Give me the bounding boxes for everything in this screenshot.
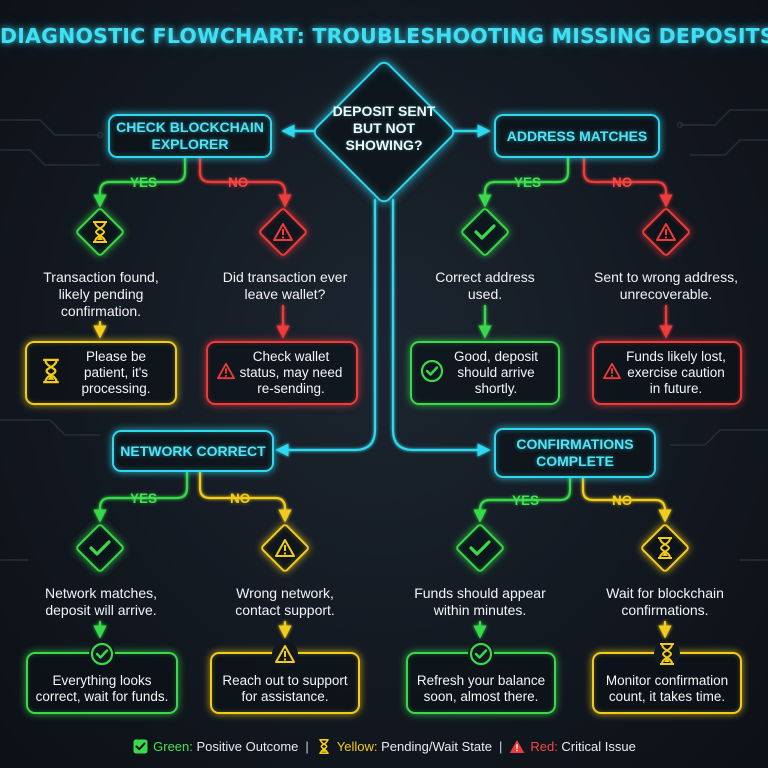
check-icon xyxy=(85,533,115,563)
check-icon xyxy=(470,217,500,247)
confirmations-no-description: Wait for blockchain confirmations. xyxy=(606,585,724,618)
address-no-result: Funds likely lost, exercise caution in f… xyxy=(592,341,742,405)
check-circle-icon xyxy=(420,359,444,387)
confirmations-yes-description: Funds should appear within minutes. xyxy=(414,585,546,618)
explorer-yes-label: YES xyxy=(130,175,158,190)
hourglass-icon xyxy=(316,738,332,754)
legend-separator: | xyxy=(498,738,503,754)
hourglass-icon xyxy=(41,358,61,388)
hourglass-icon xyxy=(654,641,680,667)
warning-icon xyxy=(602,362,622,384)
address-no-label: NO xyxy=(612,175,633,190)
confirmations-complete-title: CONFIRMATIONS COMPLETE xyxy=(516,436,634,469)
explorer-yes-result: Please be patient, it's processing. xyxy=(25,341,177,405)
check-circle-icon xyxy=(468,641,494,667)
warning-icon xyxy=(272,641,298,667)
hourglass-icon xyxy=(650,533,680,563)
confirmations-yes-label: YES xyxy=(512,493,540,508)
legend-yellow-name: Yellow: xyxy=(336,738,378,754)
address-matches-box: ADDRESS MATCHES xyxy=(494,114,660,158)
confirmations-no-result-text: Monitor confirmation count, it takes tim… xyxy=(605,673,729,704)
network-yes-description: Network matches, deposit will arrive. xyxy=(44,585,158,618)
address-no-description: Sent to wrong address, unrecoverable. xyxy=(594,269,738,302)
warning-icon xyxy=(270,533,300,563)
confirmations-no-label: NO xyxy=(612,493,633,508)
confirmations-complete-box: CONFIRMATIONS COMPLETE xyxy=(494,428,656,478)
address-yes-description: Correct address used. xyxy=(435,269,535,302)
explorer-yes-result-text: Please be patient, it's processing. xyxy=(81,349,151,396)
legend-item-green: Green: Positive Outcome xyxy=(132,738,298,754)
check-icon xyxy=(465,533,495,563)
legend: Green: Positive Outcome | Yellow: Pendin… xyxy=(0,738,768,754)
warning-icon xyxy=(216,362,236,384)
address-yes-result: Good, deposit should arrive shortly. xyxy=(410,341,560,405)
check-square-icon xyxy=(132,738,148,754)
legend-yellow-text: Pending/Wait State xyxy=(381,738,492,754)
network-no-result-text: Reach out to support for assistance. xyxy=(222,673,348,704)
address-no-result-text: Funds likely lost, exercise caution in f… xyxy=(626,349,726,396)
explorer-no-result-text: Check wallet status, may need re-sending… xyxy=(239,349,343,396)
network-no-label: NO xyxy=(230,491,251,506)
legend-item-yellow: Yellow: Pending/Wait State xyxy=(316,738,492,754)
legend-separator: | xyxy=(305,738,309,754)
check-explorer-title: CHECK BLOCKCHAIN EXPLORER xyxy=(116,119,264,152)
explorer-no-label: NO xyxy=(228,175,249,190)
legend-item-red: Red: Critical Issue xyxy=(509,738,636,754)
confirmations-yes-result: Refresh your balance soon, almost there. xyxy=(406,641,556,714)
check-circle-icon xyxy=(89,641,115,667)
circuit-trace-decoration xyxy=(0,109,768,561)
legend-green-text: Positive Outcome xyxy=(196,738,299,754)
hourglass-icon xyxy=(85,217,115,247)
explorer-no-result: Check wallet status, may need re-sending… xyxy=(206,341,358,405)
start-decision-text: DEPOSIT SENT BUT NOT SHOWING? xyxy=(332,103,436,153)
network-correct-title: NETWORK CORRECT xyxy=(120,442,266,459)
legend-green-name: Green: xyxy=(153,738,193,754)
warning-icon xyxy=(268,217,298,247)
page-title: DIAGNOSTIC FLOWCHART: TROUBLESHOOTING MI… xyxy=(0,24,768,48)
network-no-description: Wrong network, contact support. xyxy=(235,585,335,618)
network-no-result: Reach out to support for assistance. xyxy=(210,641,360,714)
confirmations-yes-result-text: Refresh your balance soon, almost there. xyxy=(416,673,546,704)
explorer-yes-description: Transaction found, likely pending confir… xyxy=(43,269,159,319)
legend-red-name: Red: xyxy=(530,738,558,754)
explorer-no-description: Did transaction ever leave wallet? xyxy=(222,269,348,302)
check-explorer-box: CHECK BLOCKCHAIN EXPLORER xyxy=(108,114,272,158)
address-yes-result-text: Good, deposit should arrive shortly. xyxy=(453,349,539,396)
address-matches-title: ADDRESS MATCHES xyxy=(506,127,648,144)
network-yes-result-text: Everything looks correct, wait for funds… xyxy=(35,673,169,704)
confirmations-no-result: Monitor confirmation count, it takes tim… xyxy=(592,641,742,714)
address-yes-label: YES xyxy=(514,175,542,190)
warning-icon xyxy=(651,217,681,247)
network-yes-result: Everything looks correct, wait for funds… xyxy=(26,641,178,714)
network-correct-box: NETWORK CORRECT xyxy=(112,430,274,472)
warning-icon xyxy=(509,738,525,754)
network-yes-label: YES xyxy=(130,491,158,506)
legend-red-text: Critical Issue xyxy=(561,738,636,754)
